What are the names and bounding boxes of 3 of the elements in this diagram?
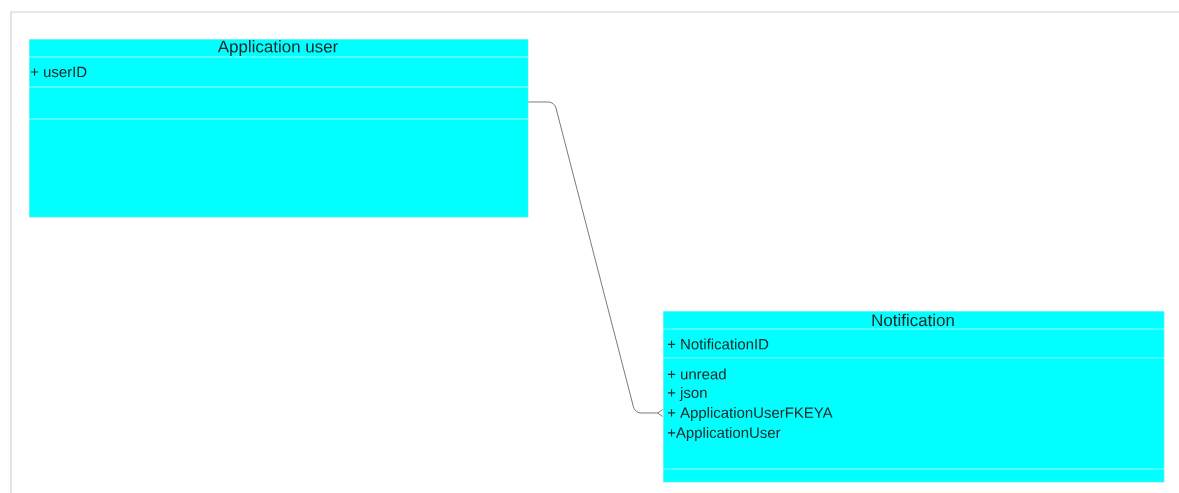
class-box: Application user + userID bbox=[28, 39, 529, 218]
relationship-line bbox=[528, 101, 663, 417]
class-box: Notification + NotificationID + unread + json + ApplicationUserFKEYA +ApplicationUser bbox=[662, 311, 1165, 483]
